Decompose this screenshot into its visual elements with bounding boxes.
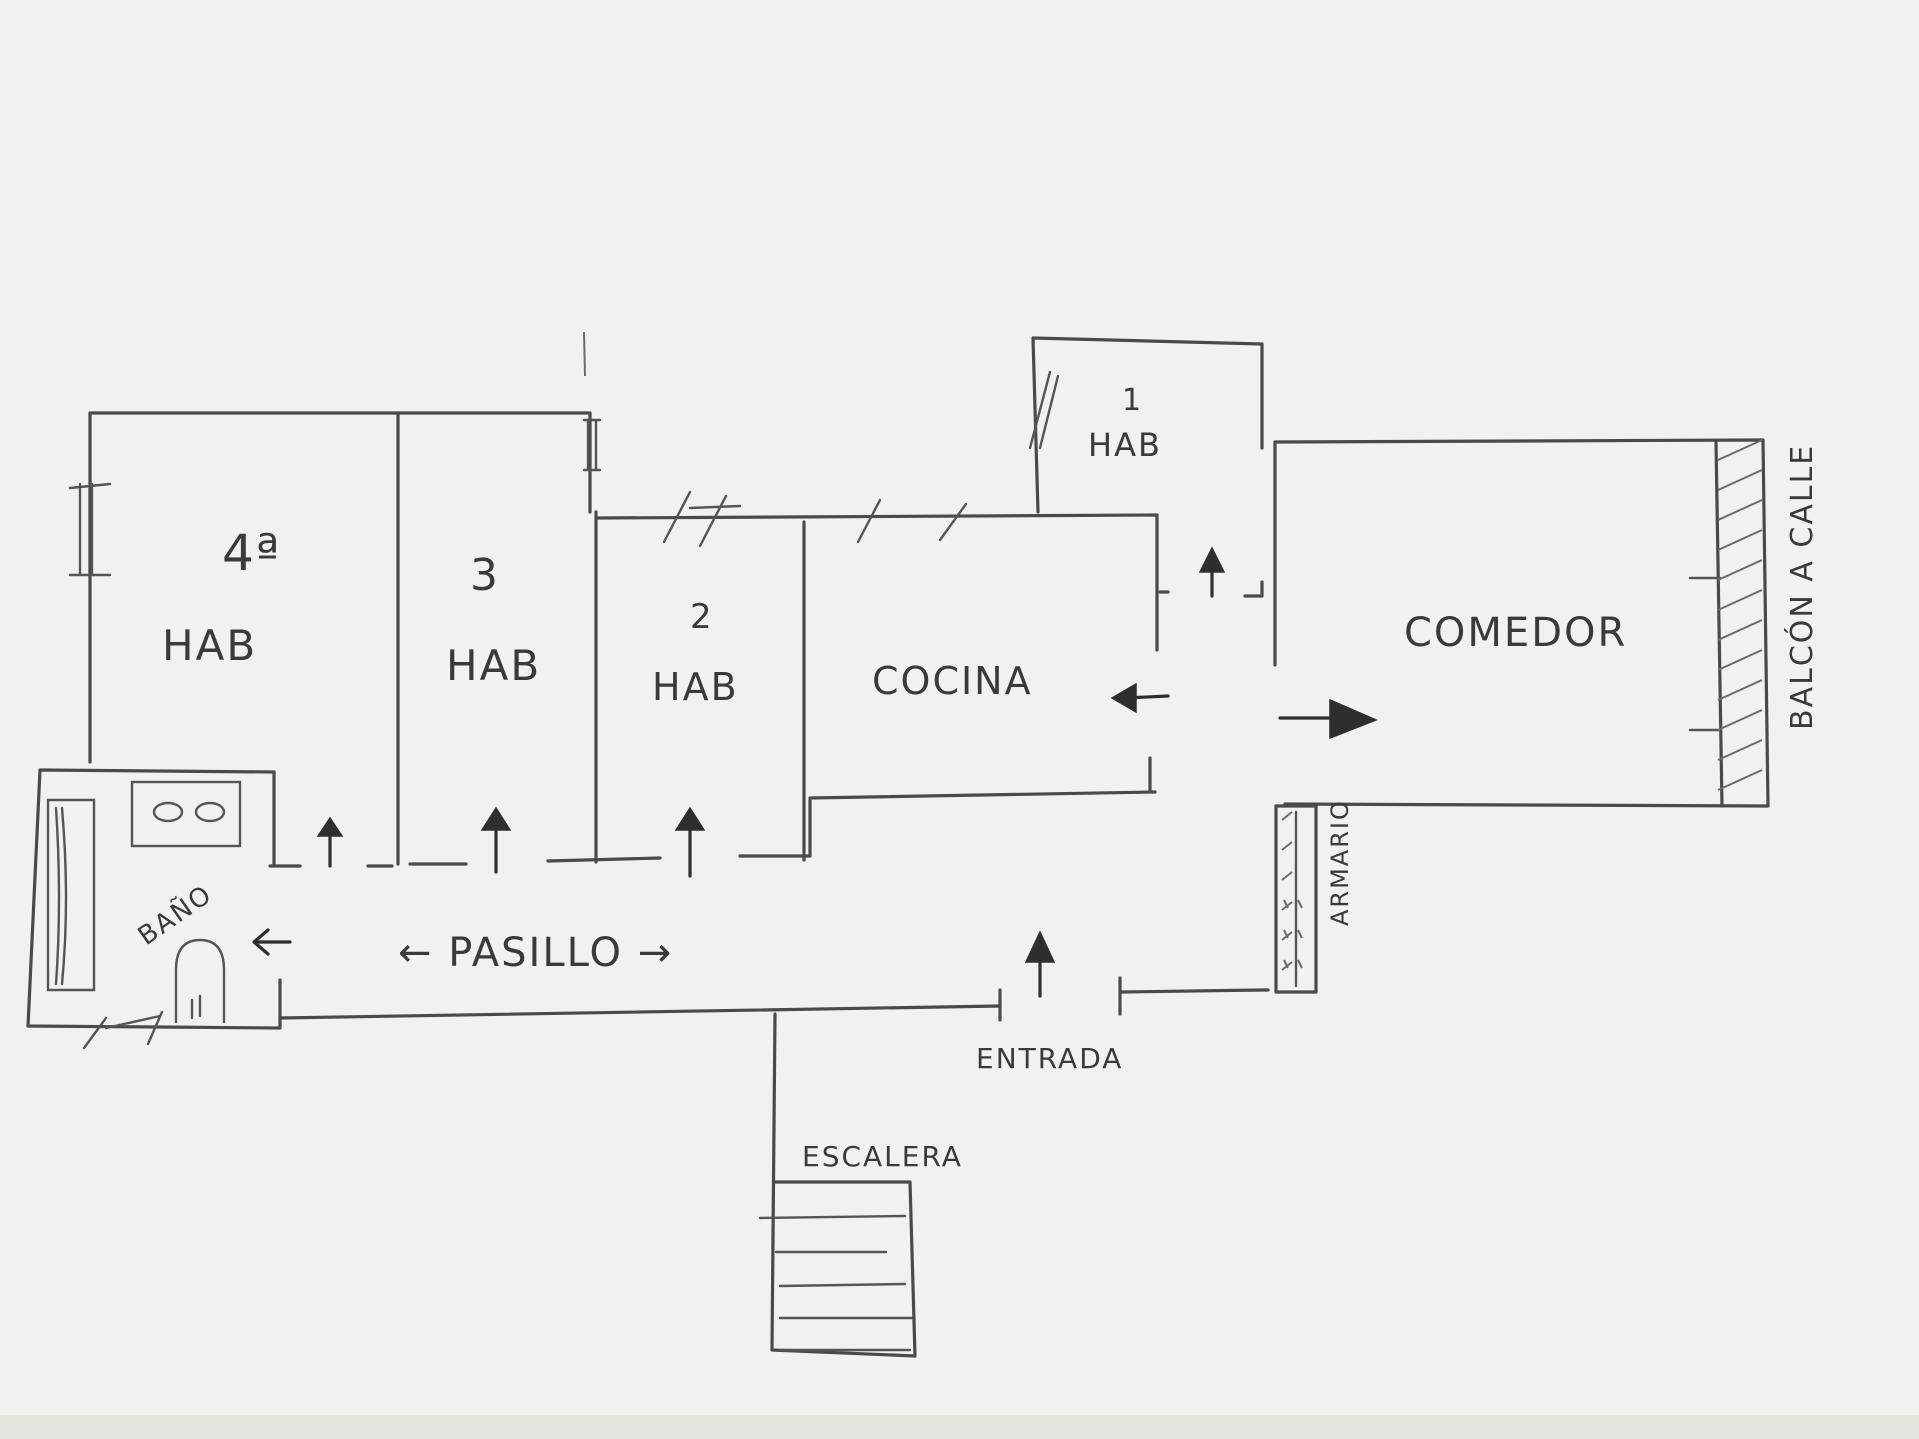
- armario-hatch: [1281, 811, 1293, 971]
- label-entrada: ENTRADA: [976, 1042, 1123, 1075]
- wall-hab1: [1031, 336, 1264, 514]
- label-pasillo: ← PASILLO →: [398, 930, 673, 976]
- window-hab1: [1028, 370, 1060, 450]
- label-hab3-name: HAB: [446, 641, 541, 690]
- label-comedor: COMEDOR: [1404, 610, 1627, 656]
- pencil-mark: [583, 331, 586, 377]
- stair-steps: [758, 1214, 914, 1352]
- toilet: [174, 938, 226, 1024]
- arrow-up-hab2: [674, 806, 706, 878]
- label-hab1-name: HAB: [1088, 426, 1162, 464]
- wall-hab4: [88, 411, 592, 764]
- window-hab4: [68, 482, 112, 577]
- window-hab3: [582, 418, 602, 472]
- label-cocina: COCINA: [872, 659, 1033, 703]
- arrow-up-hab1: [1198, 546, 1226, 598]
- balcon-hatch-lines: [1717, 439, 1763, 791]
- arrow-left-cocina: [1110, 682, 1170, 714]
- armario-pegs: [1283, 899, 1303, 969]
- label-hab4-name: HAB: [162, 621, 257, 670]
- wall-top-hab2-cocina: [594, 513, 1159, 652]
- arrow-up-hab4: [316, 816, 344, 868]
- balcon-hatch: [1688, 439, 1763, 808]
- door-marks: [68, 370, 1060, 1050]
- label-hab2-number: 2: [690, 597, 714, 637]
- label-hab2-name: HAB: [652, 665, 739, 709]
- sink-bowl-right: [194, 801, 226, 823]
- wall-cocina-bottom: [808, 790, 1157, 800]
- arrow-right-comedor: [1278, 698, 1378, 740]
- label-hab4-number: 4ª: [222, 524, 281, 582]
- label-armario: ARMARIO: [1326, 799, 1354, 926]
- label-hab3-number: 3: [470, 550, 500, 601]
- window-bano: [82, 1010, 164, 1050]
- bathtub: [46, 798, 96, 992]
- armario-unit: [1274, 804, 1318, 994]
- wall-comedor: [1273, 438, 1770, 808]
- wall-bano: [26, 768, 282, 1030]
- bano-fixtures: [46, 780, 242, 1024]
- walls: [26, 336, 1770, 1358]
- wall-hab-bottom: [268, 798, 812, 868]
- window-cocina: [856, 498, 968, 544]
- room-labels: 4ª HAB 3 HAB 2 HAB 1 HAB COCINA COMEDOR …: [132, 383, 1820, 1173]
- flow-arrows: [252, 546, 1378, 998]
- label-escalera: ESCALERA: [802, 1140, 963, 1173]
- wall-escalera: [770, 1012, 917, 1358]
- stair-treads: [758, 1214, 914, 1352]
- arrow-left-bano: [252, 928, 292, 956]
- paper-edge: [0, 1415, 1919, 1439]
- label-hab1-number: 1: [1122, 383, 1143, 418]
- label-balcon: BALCÓN A CALLE: [1783, 444, 1820, 730]
- wall-entrada-right: [1118, 976, 1270, 1016]
- arrow-up-entrada: [1024, 930, 1056, 998]
- armario-box: [1274, 804, 1318, 994]
- balcon-inner-line: [1714, 440, 1724, 808]
- sink-bowl-left: [152, 801, 184, 823]
- window-hab2: [662, 490, 742, 548]
- sink: [130, 780, 242, 848]
- wall-pasillo-bottom: [278, 1004, 1002, 1020]
- arrow-up-hab3: [480, 806, 512, 874]
